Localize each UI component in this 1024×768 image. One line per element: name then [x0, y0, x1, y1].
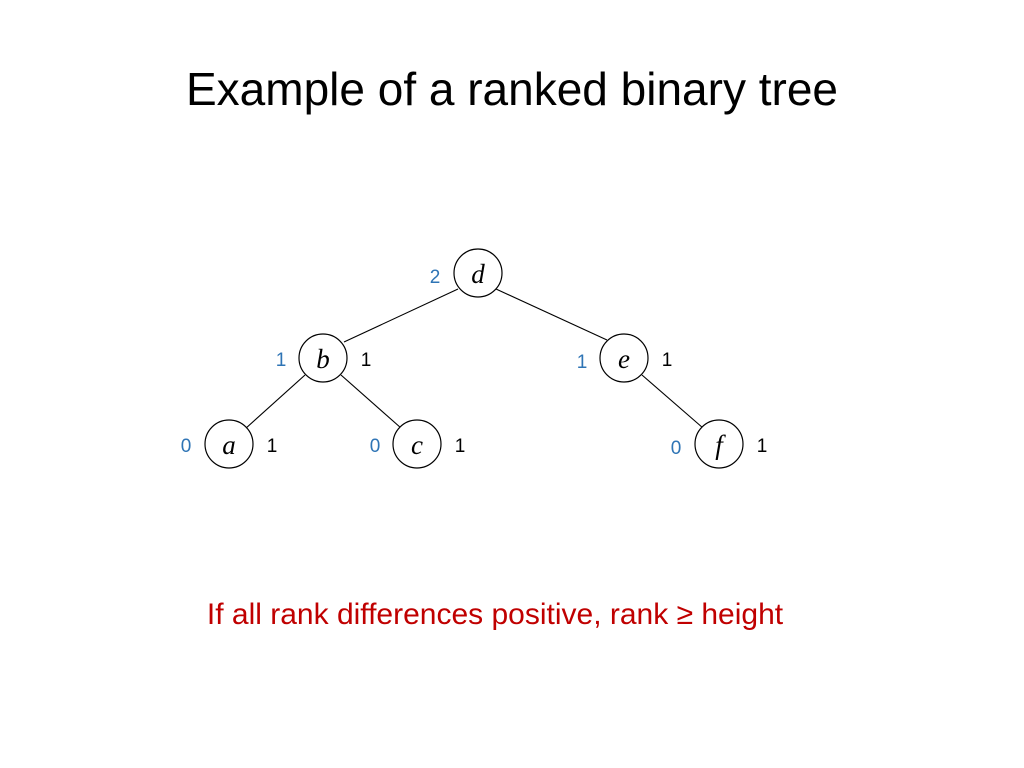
node-f-rank-diff: 1 [757, 436, 768, 457]
node-c-rank-diff: 1 [455, 436, 466, 457]
node-b-label: b [316, 344, 330, 374]
edge-e-f [641, 374, 704, 429]
edge-b-c [340, 374, 402, 429]
edge-d-b [343, 288, 459, 343]
node-b-rank-diff: 1 [361, 350, 372, 371]
edge-d-e [495, 288, 608, 341]
node-a-rank-diff: 1 [267, 436, 278, 457]
node-b: b [298, 333, 348, 383]
node-c: c [392, 419, 442, 469]
node-a-rank: 0 [181, 436, 192, 457]
node-a-label: a [222, 430, 236, 460]
node-c-label: c [411, 430, 423, 460]
node-e-label: e [618, 344, 630, 374]
edge-b-a [244, 374, 306, 430]
node-e-rank: 1 [577, 352, 588, 373]
caption: If all rank differences positive, rank ≥… [206, 598, 784, 631]
node-d-label: d [471, 259, 485, 289]
node-c-rank: 0 [370, 436, 381, 457]
node-e: e [599, 333, 649, 383]
node-b-rank: 1 [276, 350, 287, 371]
slide-title: Example of a ranked binary tree [185, 63, 839, 115]
node-d: d [453, 248, 503, 298]
node-f-rank: 0 [671, 438, 682, 459]
node-f: f [694, 419, 744, 469]
node-f-label: f [715, 430, 726, 460]
node-a: a [204, 419, 254, 469]
node-e-rank-diff: 1 [662, 350, 673, 371]
node-d-rank: 2 [430, 267, 441, 288]
